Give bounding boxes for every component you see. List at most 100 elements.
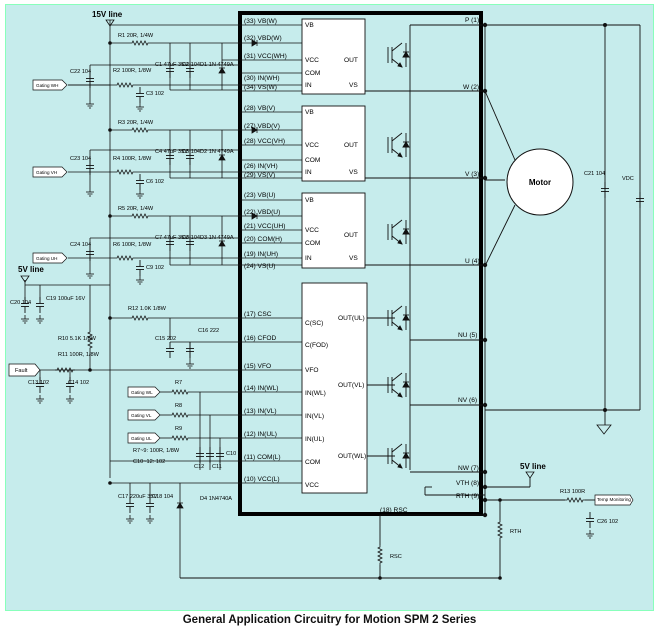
svg-text:C22 104: C22 104	[70, 69, 91, 75]
svg-text:VCC: VCC	[305, 482, 319, 489]
svg-text:C20 104: C20 104	[10, 300, 31, 306]
svg-text:COM: COM	[305, 70, 320, 77]
svg-text:(20) COM(H): (20) COM(H)	[244, 236, 282, 243]
svg-text:R8: R8	[175, 403, 182, 409]
svg-text:R4 100R, 1/8W: R4 100R, 1/8W	[113, 156, 152, 162]
svg-text:C10~12: 102: C10~12: 102	[133, 459, 165, 465]
svg-text:(21) VCC(UH): (21) VCC(UH)	[244, 223, 285, 230]
svg-text:(24) VS(U): (24) VS(U)	[244, 263, 276, 270]
svg-text:RTH: RTH	[510, 529, 521, 535]
svg-text:V (3): V (3)	[465, 171, 479, 178]
low-side-ic	[301, 282, 368, 494]
connector-gating-vh: Gating VH	[32, 166, 68, 178]
svg-text:Gating VL: Gating VL	[131, 413, 152, 418]
svg-text:OUT(UL): OUT(UL)	[338, 315, 365, 322]
svg-text:(15) VFO: (15) VFO	[244, 363, 271, 370]
svg-text:NW (7): NW (7)	[458, 465, 479, 472]
svg-text:(31) VCC(WH): (31) VCC(WH)	[244, 53, 287, 60]
svg-text:(17) CSC: (17) CSC	[244, 311, 272, 318]
svg-text:C1 47uF 35V: C1 47uF 35V	[155, 62, 188, 68]
svg-text:IN(WL): IN(WL)	[305, 390, 326, 397]
svg-text:C18 104: C18 104	[152, 494, 173, 500]
svg-text:C21 104: C21 104	[584, 171, 605, 177]
svg-text:Gating WL: Gating WL	[131, 390, 153, 395]
connector-gating-wh: Gating WH	[32, 79, 68, 91]
svg-text:C2 104: C2 104	[182, 62, 200, 68]
svg-text:P (1): P (1)	[465, 17, 479, 24]
svg-text:NU (5): NU (5)	[458, 332, 477, 339]
svg-text:VFO: VFO	[305, 367, 319, 374]
svg-text:(14) IN(WL): (14) IN(WL)	[244, 385, 278, 392]
svg-text:R11 100R, 1/8W: R11 100R, 1/8W	[58, 352, 100, 358]
high-side-ic-v	[301, 105, 366, 182]
svg-text:(26) IN(VH): (26) IN(VH)	[244, 163, 278, 170]
output-pin-labels: P (1) W (2) V (3) U (4) NU (5) NV (6) NW…	[456, 17, 480, 500]
svg-text:D2 1N 4749A: D2 1N 4749A	[200, 149, 234, 155]
svg-text:VB: VB	[305, 197, 314, 204]
high-side-ic-u	[301, 192, 366, 269]
svg-text:R6 100R, 1/8W: R6 100R, 1/8W	[113, 242, 152, 248]
ic-internal-labels: VB VCC COM IN OUT VS VB VCC COM IN OUT V…	[305, 22, 366, 489]
svg-text:D4 1N4740A: D4 1N4740A	[200, 496, 232, 502]
svg-text:C6 102: C6 102	[146, 179, 164, 185]
connector-temp-monitoring: Temp Monitoring	[594, 494, 634, 506]
svg-text:OUT(WL): OUT(WL)	[338, 453, 366, 460]
svg-text:Temp Monitoring: Temp Monitoring	[597, 497, 631, 502]
svg-text:VS: VS	[349, 255, 358, 262]
motor-label: Motor	[529, 178, 551, 187]
svg-text:RSC: RSC	[390, 554, 402, 560]
svg-text:C11: C11	[212, 464, 222, 470]
ground-triangle-symbol	[596, 424, 612, 435]
rail-label-5v-left: 5V line	[18, 265, 44, 274]
connector-gating-vl: Gating VL	[127, 409, 161, 421]
svg-text:(28) VB(V): (28) VB(V)	[244, 105, 275, 112]
high-side-ic-w	[301, 18, 366, 95]
svg-text:VS: VS	[349, 169, 358, 176]
svg-text:C26 102: C26 102	[597, 519, 618, 525]
svg-text:R13 100R: R13 100R	[560, 489, 585, 495]
svg-text:(33) VB(W): (33) VB(W)	[244, 18, 277, 25]
svg-text:(22) VBD(U): (22) VBD(U)	[244, 209, 280, 216]
svg-text:U (4): U (4)	[465, 258, 480, 265]
svg-text:D1 1N 4749A: D1 1N 4749A	[200, 62, 234, 68]
svg-text:(11) COM(L): (11) COM(L)	[244, 454, 281, 461]
svg-text:OUT: OUT	[344, 57, 358, 64]
svg-text:C13 102: C13 102	[28, 380, 49, 386]
svg-text:C12: C12	[194, 464, 204, 470]
svg-text:VCC: VCC	[305, 57, 319, 64]
svg-text:VDC: VDC	[622, 176, 634, 182]
svg-text:C16 222: C16 222	[198, 328, 219, 334]
svg-text:(19) IN(UH): (19) IN(UH)	[244, 251, 278, 258]
svg-text:Fault: Fault	[15, 368, 28, 374]
svg-text:COM: COM	[305, 240, 320, 247]
svg-text:(34) VS(W): (34) VS(W)	[244, 84, 277, 91]
rail-marker-5v-left	[20, 275, 30, 283]
svg-text:R9: R9	[175, 426, 182, 432]
rail-marker-5v-right	[525, 471, 535, 479]
svg-text:IN(UL): IN(UL)	[305, 436, 324, 443]
svg-text:D3 1N 4749A: D3 1N 4749A	[200, 235, 234, 241]
svg-text:(23) VB(U): (23) VB(U)	[244, 192, 276, 199]
svg-text:C23 104: C23 104	[70, 156, 91, 162]
svg-text:R5 20R, 1/4W: R5 20R, 1/4W	[118, 206, 154, 212]
svg-text:C10: C10	[226, 451, 236, 457]
svg-text:VCC: VCC	[305, 227, 319, 234]
svg-text:Gating VH: Gating VH	[36, 170, 57, 175]
svg-text:C24 104: C24 104	[70, 242, 91, 248]
connector-fault: Fault	[8, 363, 41, 377]
rail-marker-15v	[105, 19, 115, 27]
motor-symbol	[506, 148, 574, 216]
svg-text:(28) VCC(VH): (28) VCC(VH)	[244, 138, 285, 145]
svg-text:COM: COM	[305, 157, 320, 164]
svg-text:R12 1.0K 1/8W: R12 1.0K 1/8W	[128, 306, 167, 312]
svg-text:R7~9: 100R, 1/8W: R7~9: 100R, 1/8W	[133, 448, 180, 454]
svg-text:IN: IN	[305, 169, 312, 176]
svg-text:(16) CFOD: (16) CFOD	[244, 335, 276, 342]
svg-text:IN(VL): IN(VL)	[305, 413, 324, 420]
svg-text:OUT: OUT	[344, 232, 358, 239]
svg-text:R3 20R, 1/4W: R3 20R, 1/4W	[118, 120, 154, 126]
module-pin-labels: (33) VB(W) (32) VBD(W) (31) VCC(WH) (30)…	[244, 18, 408, 514]
svg-text:C(SC): C(SC)	[305, 320, 323, 327]
diagram-caption: General Application Circuitry for Motion…	[182, 614, 477, 626]
